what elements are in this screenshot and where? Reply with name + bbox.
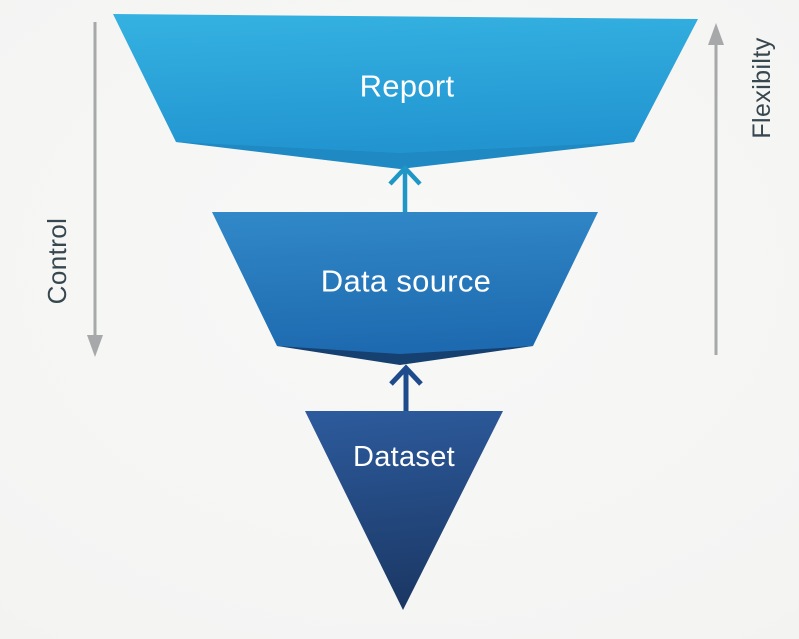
flexibility-axis-label: Flexibilty — [748, 37, 776, 138]
funnel-level-datasource: Data source — [212, 212, 598, 365]
report-shape — [113, 14, 698, 153]
flexibility-axis: Flexibilty — [708, 23, 776, 355]
datasource-shape — [212, 212, 598, 354]
connector-dataset-to-datasource — [389, 364, 423, 411]
dataset-label: Dataset — [353, 441, 455, 473]
funnel-level-dataset: Dataset — [305, 411, 503, 610]
report-underside-fold — [176, 142, 634, 169]
up-arrowhead-icon — [708, 23, 724, 45]
down-arrowhead-icon — [87, 335, 103, 357]
connector-datasource-to-report — [388, 164, 422, 212]
up-arrow-icon — [389, 364, 423, 386]
control-axis: Control — [42, 22, 103, 357]
funnel-level-report: Report — [113, 14, 698, 169]
up-arrow-icon — [388, 164, 422, 186]
control-axis-label: Control — [42, 218, 72, 305]
report-label: Report — [360, 69, 455, 104]
datasource-label: Data source — [321, 264, 491, 299]
datasource-underside-fold — [277, 346, 533, 365]
dataset-shape — [305, 411, 503, 610]
